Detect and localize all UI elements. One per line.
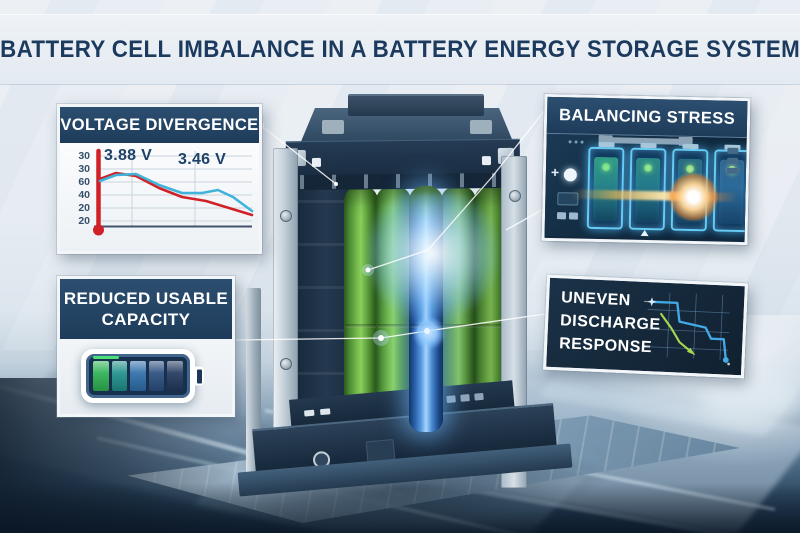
reduced-usable-capacity-panel: REDUCED USABLE CAPACITY [57, 276, 235, 417]
discharge-drop-green-line [660, 312, 692, 353]
y-tick-label: 20 [78, 202, 90, 214]
y-tick-label: 40 [78, 189, 90, 201]
battery-capacity-icon [81, 349, 204, 403]
red-axis-dot [93, 224, 104, 236]
voltage-chart-svg [93, 148, 254, 236]
header-line-2: CAPACITY [101, 310, 191, 329]
mini-cell-icon [568, 212, 579, 220]
mini-cell-icon [556, 212, 567, 220]
battery-segment [167, 361, 183, 391]
cell-voltage-low-reading: 3.46 V [178, 151, 227, 168]
header-line-1: REDUCED USABLE [63, 288, 229, 308]
balancing-stress-panel: BALANCING STRESS + [541, 93, 751, 246]
main-title: BATTERY CELL IMBALANCE IN A BATTERY ENER… [0, 35, 800, 63]
cell-voltage-cyan-line [98, 172, 254, 213]
discharge-chart-svg [643, 292, 730, 366]
discharge-step-blue-line [650, 300, 727, 362]
battery-segment [130, 361, 146, 391]
reduced-capacity-body [60, 339, 232, 414]
terminal-block-icon [727, 147, 739, 154]
y-tick-label: 20 [78, 215, 90, 227]
terminal-block-icon [726, 167, 739, 174]
y-tick-label: 60 [78, 176, 90, 188]
arrow-marker-icon [686, 347, 696, 356]
battery-icon-cap-strip [93, 356, 119, 359]
y-tick-label: 30 [78, 163, 90, 175]
battery-segment [93, 361, 109, 391]
star-marker-icon [647, 297, 657, 307]
glowing-cell-2 [628, 147, 667, 231]
title-band-bottom-line [0, 84, 800, 85]
balancer-node-icon [563, 168, 578, 182]
battery-icon-segments [86, 354, 190, 398]
balancing-stress-illustration: + [544, 133, 747, 241]
cell-voltage-red-line [98, 171, 254, 217]
reduced-usable-capacity-header: REDUCED USABLE CAPACITY [60, 279, 232, 339]
y-tick-label: 30 [78, 150, 90, 162]
uneven-discharge-response-panel: UNEVEN DISCHARGE RESPONSE [543, 274, 748, 379]
indicator-dots [568, 140, 584, 144]
balancing-stress-header: BALANCING STRESS [546, 96, 748, 139]
battery-segment [111, 361, 128, 391]
chart-speck [727, 362, 730, 366]
terminal-block-icon [727, 157, 739, 164]
title-band-top-line [0, 14, 800, 15]
battery-segment [148, 361, 165, 391]
battery-icon-terminal [194, 366, 204, 386]
title-band: BATTERY CELL IMBALANCE IN A BATTERY ENER… [0, 15, 800, 84]
cell-voltage-high-reading: 3.88 V [104, 147, 153, 164]
voltage-divergence-header: VOLTAGE DIVERGENCE [60, 107, 259, 143]
end-dot-marker [722, 356, 729, 363]
plus-icon: + [550, 164, 560, 181]
up-arrow-icon [640, 229, 649, 237]
stress-flare [668, 172, 718, 222]
glowing-cell-1 [586, 146, 625, 230]
